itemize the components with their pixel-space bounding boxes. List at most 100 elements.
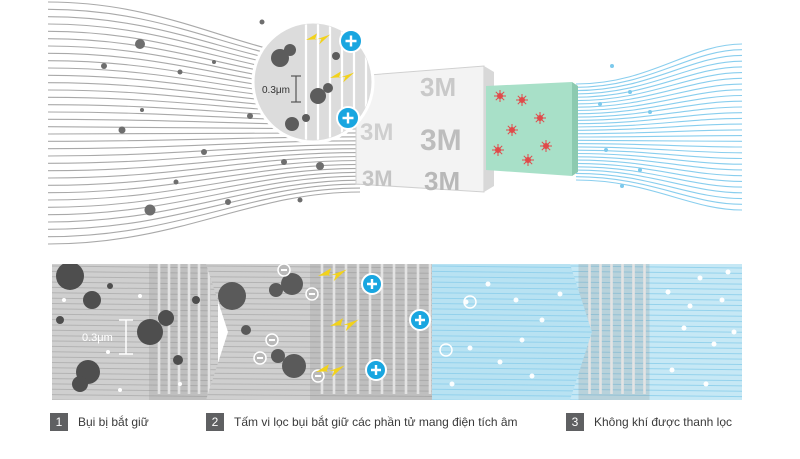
- airflow-line: [570, 399, 742, 400]
- clean-air-line: [575, 83, 743, 108]
- airflow-line: [47, 148, 361, 164]
- airflow-line: [47, 175, 361, 216]
- dust-particle: [269, 283, 283, 297]
- clean-air-dot: [539, 317, 545, 323]
- airflow-line: [52, 399, 94, 400]
- airflow-line: [47, 187, 361, 238]
- dust-particle: [271, 349, 285, 363]
- dust-dot: [106, 350, 110, 354]
- clean-air-dot: [669, 367, 675, 373]
- dust-particle: [316, 162, 324, 170]
- plus-icon: [415, 315, 425, 325]
- dust-particle: [212, 60, 216, 64]
- airflow-line: [52, 356, 218, 360]
- airflow-line: [570, 383, 742, 387]
- airflow-lines-clean: [575, 43, 743, 211]
- clean-air-line: [575, 152, 743, 165]
- airflow-line: [432, 329, 608, 333]
- clean-air-line: [575, 60, 743, 95]
- clean-air-line: [575, 66, 743, 98]
- clean-air-line: [575, 176, 743, 205]
- dust-particle: [144, 204, 156, 216]
- clean-air-dot: [529, 373, 535, 379]
- clean-air-dot: [519, 337, 525, 343]
- dust-particle: [259, 19, 265, 25]
- airflow-line: [47, 183, 361, 230]
- clean-air-line: [575, 143, 743, 148]
- clean-air-line: [575, 49, 743, 88]
- dust-particle: [201, 149, 207, 155]
- dust-particle: [323, 83, 333, 93]
- clean-air-dot: [620, 184, 624, 188]
- airflow-line: [570, 329, 742, 333]
- plus-icon: [342, 112, 354, 124]
- airflow-line: [570, 324, 742, 328]
- clean-air-line: [575, 135, 743, 138]
- magnified-dust: [271, 44, 340, 131]
- airflow-line: [570, 313, 742, 317]
- airflow-line: [52, 292, 218, 296]
- lightning-icon: [330, 71, 355, 83]
- clean-air-line: [575, 123, 743, 131]
- airflow-line: [47, 159, 361, 186]
- airflow-line: [52, 351, 218, 355]
- airflow-line: [570, 281, 742, 285]
- dust-particles: [101, 19, 324, 216]
- dust-particle: [177, 69, 183, 75]
- plus-icon: [345, 35, 357, 47]
- airflow-line: [52, 308, 218, 312]
- size-indicator-bottom: 0.3μm: [82, 319, 133, 355]
- clean-air-dot: [513, 297, 519, 303]
- clean-air-dot: [604, 148, 608, 152]
- plus-icon: [367, 279, 377, 289]
- clean-air-dot: [725, 269, 731, 275]
- airflow-line: [47, 144, 361, 157]
- dust-particle: [118, 126, 126, 134]
- clean-air-dot: [719, 297, 725, 303]
- magnifier-view: 0.3μm: [251, 20, 375, 144]
- clean-air-line: [575, 72, 743, 102]
- airflow-line: [570, 356, 742, 360]
- size-indicator-top: 0.3μm: [262, 75, 301, 103]
- airflow-line: [52, 297, 218, 301]
- caption-1: 1 Bụi bị bắt giữ: [50, 409, 149, 435]
- 3m-logo-1: 3M: [420, 72, 456, 102]
- airflow-line: [52, 303, 218, 306]
- dust-dot: [138, 294, 142, 298]
- lightning-icon: [318, 268, 347, 282]
- dust-particle: [247, 113, 253, 119]
- dust-particle: [72, 376, 88, 392]
- clean-air-dot: [497, 359, 503, 365]
- dust-particle: [282, 354, 306, 378]
- clean-air-line: [575, 117, 743, 128]
- lightning-icon: [330, 318, 359, 332]
- airflow-line: [52, 394, 218, 398]
- dust-particle: [137, 319, 163, 345]
- airflow-line: [570, 388, 742, 392]
- panel-4-clean-air-mesh: [570, 264, 742, 400]
- caption-3: 3 Không khí được thanh lọc: [566, 409, 732, 435]
- airflow-line: [570, 292, 742, 296]
- dust-particle: [101, 63, 107, 69]
- airflow-line: [432, 308, 608, 312]
- dust-particle: [173, 355, 183, 365]
- airflow-line: [570, 367, 742, 371]
- airflow-line: [432, 345, 608, 349]
- caption-2: 2 Tấm vi lọc bụi bắt giữ các phần tử man…: [206, 409, 518, 435]
- clean-air-line: [575, 169, 743, 194]
- airflow-line: [432, 351, 608, 355]
- dust-particle: [241, 325, 251, 335]
- airflow-line: [52, 324, 218, 328]
- clean-air-dot: [731, 329, 737, 335]
- dust-dot: [178, 382, 182, 386]
- clean-air-dot: [449, 381, 455, 387]
- airflow-line: [47, 179, 361, 223]
- dust-particle: [56, 264, 84, 290]
- dust-particle: [284, 44, 296, 56]
- clean-air-bubble: [439, 343, 453, 357]
- airflow-line: [432, 303, 608, 306]
- clean-air-line: [575, 100, 743, 118]
- plus-icon: [371, 365, 381, 375]
- airflow-line: [570, 378, 742, 382]
- dust-particle: [140, 108, 144, 112]
